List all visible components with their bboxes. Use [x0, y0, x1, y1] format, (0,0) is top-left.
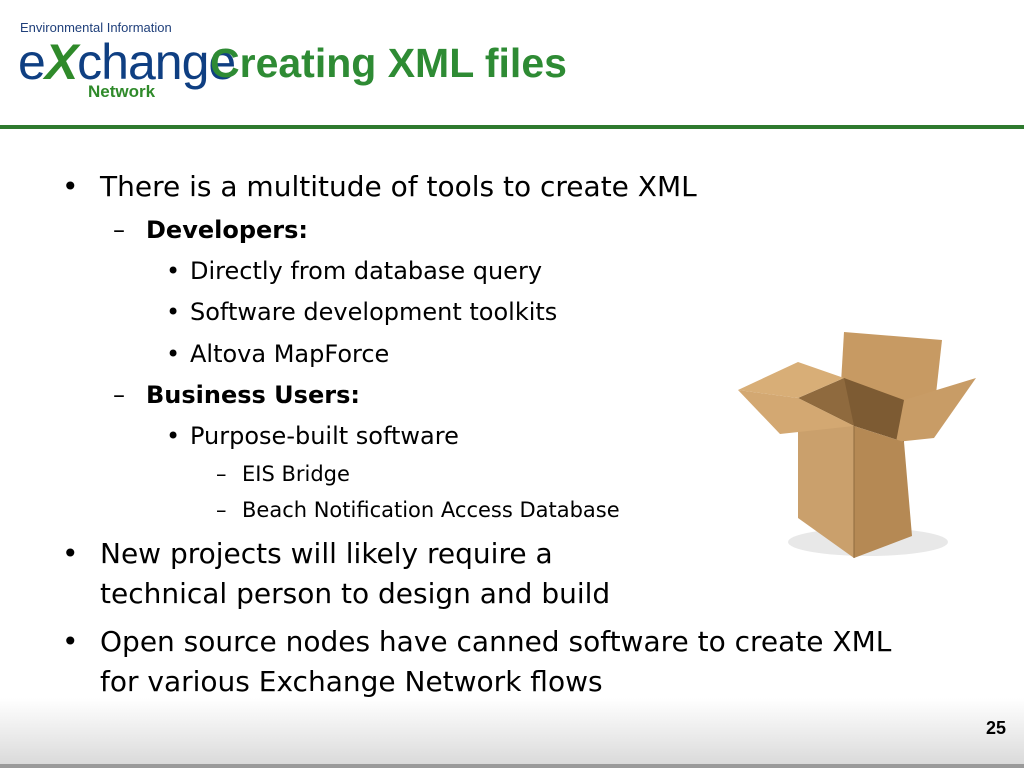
header-divider	[0, 125, 1024, 129]
list-item: – EIS Bridge	[216, 459, 350, 489]
sub-bullet-business-users: – Business Users:	[113, 378, 360, 412]
logo-network-text: Network	[88, 82, 156, 101]
sub-bullet-text: Business Users:	[146, 381, 360, 409]
bullet-tools: • There is a multitude of tools to creat…	[62, 167, 697, 207]
bullet-text: Open source nodes have canned software t…	[100, 625, 892, 658]
logo-wordmark: eXchange	[18, 34, 236, 90]
logo-word-suffix: change	[77, 34, 236, 90]
bullet-open-source: • Open source nodes have canned software…	[62, 622, 892, 662]
list-item-text: Directly from database query	[190, 257, 543, 285]
list-item-text: EIS Bridge	[242, 462, 350, 486]
list-item: – Beach Notification Access Database	[216, 495, 620, 525]
dash-marker: –	[113, 381, 125, 409]
logo-top-text: Environmental Information	[20, 20, 172, 35]
bullet-marker: •	[62, 170, 79, 203]
list-item-text: Altova MapForce	[190, 340, 390, 368]
dash-marker: –	[216, 462, 227, 486]
bullet-marker: •	[166, 422, 181, 450]
list-item: • Altova MapForce	[166, 337, 390, 371]
bullet-marker: •	[166, 298, 181, 326]
footer-rule	[0, 764, 1024, 768]
bullet-marker: •	[166, 340, 181, 368]
dash-marker: –	[216, 498, 227, 522]
bullet-new-projects: • New projects will likely require a	[62, 534, 553, 574]
list-item-text: Beach Notification Access Database	[242, 498, 620, 522]
bullet-open-source-continued: for various Exchange Network flows	[100, 662, 603, 702]
list-item: • Purpose-built software	[166, 419, 459, 453]
dash-marker: –	[113, 216, 125, 244]
exchange-network-logo: Environmental Information eXchange Netwo…	[18, 20, 236, 104]
list-item-text: Software development toolkits	[190, 298, 558, 326]
list-item: • Software development toolkits	[166, 295, 558, 329]
sub-bullet-developers: – Developers:	[113, 213, 309, 247]
logo-word-x: X	[44, 34, 78, 90]
bullet-text: technical person to design and build	[100, 577, 611, 610]
bullet-text: for various Exchange Network flows	[100, 665, 603, 698]
cardboard-box-image	[738, 332, 976, 558]
bullet-marker: •	[166, 257, 181, 285]
footer-band	[0, 698, 1024, 768]
slide-title: Creating XML files	[210, 40, 567, 86]
bullet-new-projects-continued: technical person to design and build	[100, 574, 610, 614]
logo-word-prefix: e	[18, 34, 46, 90]
page-number: 25	[985, 718, 1006, 738]
sub-bullet-text: Developers:	[146, 216, 309, 244]
bullet-text: New projects will likely require a	[100, 537, 553, 570]
bullet-marker: •	[62, 625, 79, 658]
list-item-text: Purpose-built software	[190, 422, 459, 450]
bullet-marker: •	[62, 537, 79, 570]
bullet-text: There is a multitude of tools to create …	[100, 170, 697, 203]
list-item: • Directly from database query	[166, 254, 543, 288]
